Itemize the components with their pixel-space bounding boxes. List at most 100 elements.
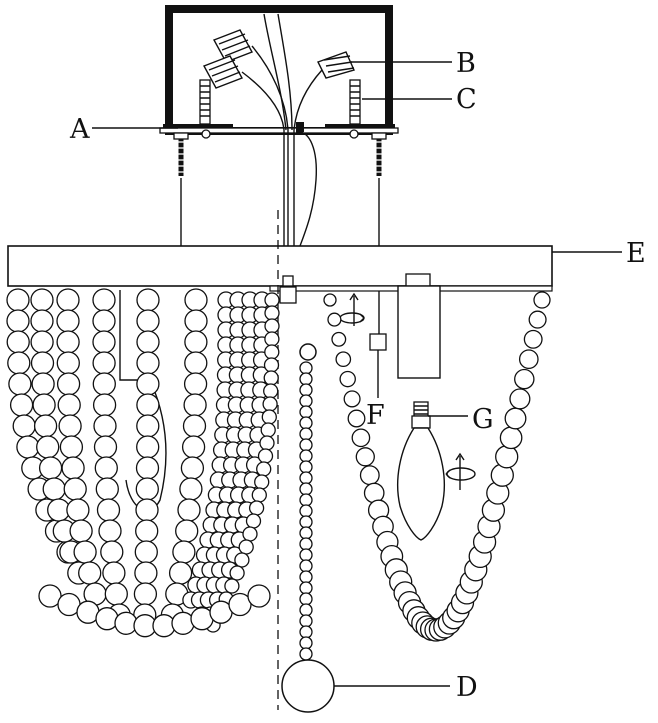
wire-nut-upper-left [213,29,253,63]
bead [299,482,313,496]
bead [42,477,66,501]
bead [134,561,158,585]
label-f: F [366,400,385,431]
part-f-connector [369,333,387,351]
pendant-ring [299,343,317,361]
bead [56,330,80,354]
bead [256,461,272,477]
bead [523,329,543,349]
bead [31,372,55,396]
bead [363,482,385,504]
bead [30,309,54,333]
bead [92,330,116,354]
bead [7,351,31,375]
bead [135,477,159,501]
bead [6,330,30,354]
label-b: B [456,48,476,79]
mounting-screw-left [173,129,211,176]
bead [299,581,313,595]
bead [495,445,519,469]
bead [343,390,361,408]
bead [184,330,208,354]
bead [136,330,160,354]
bead [184,288,208,312]
bead [299,504,313,518]
bead [172,540,196,564]
candle-bulb [397,401,445,541]
bead [135,498,159,522]
bead [135,456,160,480]
bead [299,394,313,408]
bead [95,607,119,631]
bead [257,448,274,464]
bead [347,409,366,428]
bead [264,305,280,321]
bead [299,559,313,573]
bead [133,582,158,606]
bead [299,592,313,606]
bead [263,383,279,399]
bead [78,561,102,585]
bead [242,526,258,542]
bead [224,578,240,594]
bead [136,393,160,417]
bead [299,405,313,419]
bead [264,318,280,334]
bead [92,288,116,312]
bead [299,361,313,375]
bead [299,570,313,584]
bead [238,539,254,555]
bead [299,449,313,463]
bead [63,477,87,501]
bead [92,351,116,375]
bead [56,372,81,396]
bead [299,625,313,639]
bead [9,393,34,417]
bead [59,435,84,459]
bead [182,414,207,438]
bead [175,519,199,543]
bead [264,344,280,360]
bead [38,584,62,608]
bead [499,426,523,450]
bead [136,414,160,438]
bead [264,292,280,308]
bead [93,414,117,438]
bead [299,548,313,562]
label-a: A [69,114,90,145]
bead [183,393,207,417]
bead [92,309,116,333]
bead [184,351,208,375]
bead [528,310,547,329]
bead [323,293,337,307]
bead [136,372,160,396]
bead [299,537,313,551]
bead [335,351,352,368]
bead [56,288,80,312]
bead [100,540,124,564]
bead [514,368,535,390]
bead [248,500,265,516]
bead [254,474,270,490]
bead [261,409,277,425]
bead [6,288,30,312]
bead-strands [6,288,551,661]
bead [38,456,63,480]
bead [6,309,30,333]
bead [299,438,313,452]
bead [96,498,121,522]
bead [177,498,201,522]
bead [260,422,276,438]
label-e: E [626,238,646,269]
bead [327,312,342,327]
ground-screw [296,122,304,132]
pendant-ball [281,659,335,713]
bead [299,471,313,485]
bead [263,370,279,386]
bead [299,614,313,628]
bead [245,513,262,529]
wires [241,13,323,247]
bead [518,349,539,370]
bead [299,493,313,507]
